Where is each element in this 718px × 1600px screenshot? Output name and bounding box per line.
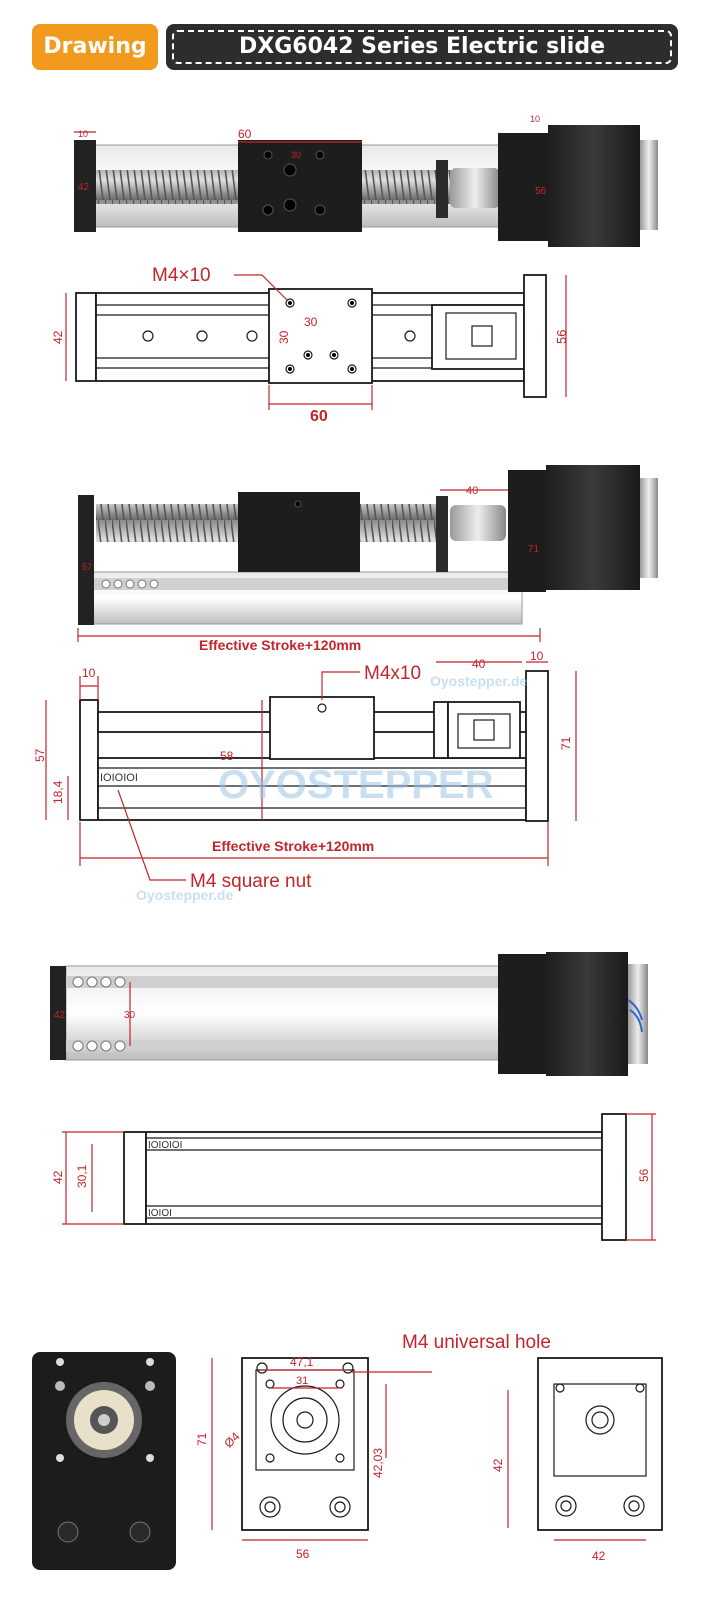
v4-watermark-logo: OYOSTEPPER	[218, 763, 494, 807]
v1-dim-30: 30	[291, 150, 301, 160]
page-title: DXG6042 Series Electric slide	[239, 34, 605, 59]
v7-dim-42-bottom: 42	[592, 1549, 606, 1563]
v2-dim-42: 42	[51, 330, 65, 344]
view7-end-views: 47,1 31 71 Ø4 42,03 56 M4 universal hole…	[32, 1332, 663, 1570]
v4-watermark-site-bottom: Oyostepper.de	[136, 887, 233, 903]
v4-stroke-label: Effective Stroke+120mm	[212, 838, 374, 854]
title-bar: DXG6042 Series Electric slide	[166, 24, 678, 70]
v3-dim-40: 40	[466, 485, 478, 497]
v1-dim-60: 60	[238, 127, 252, 141]
v5-dim-42: 42	[54, 1010, 66, 1021]
v1-dim-10-right: 10	[530, 114, 540, 124]
v2-dim-60: 60	[310, 408, 328, 425]
v6-dim-56: 56	[637, 1168, 651, 1182]
v4-dim-71: 71	[559, 736, 573, 750]
view4-side-drawing: IOIOIOI 10 M4x10 40 10 57 58 18,4 71 Eff…	[33, 649, 577, 903]
v4-dim-58: 58	[220, 749, 234, 763]
header-banner: Drawing DXG6042 Series Electric slide	[0, 0, 718, 90]
v7-dim-42-side: 42	[491, 1458, 505, 1472]
v4-watermark-site-top: Oyostepper.de	[430, 673, 527, 689]
v7-universal-hole-label: M4 universal hole	[402, 1332, 551, 1353]
v2-dim-56: 56	[554, 330, 569, 344]
v2-dim-30-h: 30	[304, 315, 318, 329]
view6-bottom-drawing: IOIOIOI IOIOI 42 30,1 56	[51, 1113, 656, 1241]
v7-dim-71: 71	[195, 1432, 209, 1446]
v6-dim-30-1: 30,1	[75, 1164, 89, 1188]
view5-bottom-photo: 42 30	[50, 952, 648, 1076]
v6-nut-slot-bottom: IOIOI	[148, 1208, 172, 1219]
drawing-badge: Drawing	[32, 24, 158, 70]
view2-top-drawing: M4×10 30 30 42 56 60	[51, 265, 569, 425]
v4-dim-57: 57	[33, 748, 47, 762]
v2-hole-label: M4×10	[152, 265, 211, 286]
v7-dim-d4: Ø4	[221, 1429, 242, 1450]
v4-dim-18-4: 18,4	[51, 780, 65, 804]
v7-dim-42-03: 42,03	[371, 1448, 385, 1478]
v7-dim-31: 31	[296, 1375, 308, 1387]
v3-dim-71: 71	[528, 544, 540, 555]
v4-nut-slot: IOIOIOI	[100, 772, 138, 784]
v2-dim-30-v: 30	[277, 330, 291, 344]
v1-dim-56: 56	[535, 186, 547, 197]
v7-dim-56: 56	[296, 1547, 310, 1561]
v4-dim-10-left: 10	[82, 666, 96, 680]
v4-dim-40: 40	[472, 657, 486, 671]
v7-dim-47-1: 47,1	[290, 1355, 314, 1369]
title-bar-dashed-border	[172, 30, 672, 64]
v1-dim-10: 10	[78, 129, 88, 139]
view3-side-photo: 40 57 71 Effective Stroke+120mm	[77, 465, 658, 653]
v5-dim-30: 30	[124, 1010, 136, 1021]
v4-nut-label: M4 square nut	[190, 871, 312, 892]
v3-dim-57: 57	[82, 562, 92, 572]
v3-stroke-label: Effective Stroke+120mm	[199, 637, 361, 653]
v1-dim-42: 42	[78, 182, 90, 193]
v6-nut-slot-top: IOIOIOI	[148, 1140, 182, 1151]
v6-dim-42: 42	[51, 1170, 65, 1184]
v4-dim-10-right: 10	[530, 649, 544, 663]
v4-hole-label: M4x10	[364, 663, 421, 684]
view1-top-photo: 10 60 30 42 10 56	[74, 114, 658, 247]
